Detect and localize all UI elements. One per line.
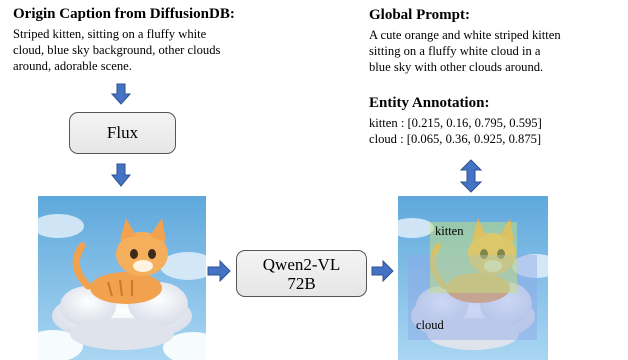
flux-label: Flux	[106, 123, 139, 142]
caption-line: cloud, blue sky background, other clouds	[13, 43, 221, 57]
caption-text: Striped kitten, sitting on a fluffy whit…	[13, 26, 303, 74]
global-prompt-text: A cute orange and white striped kitten s…	[369, 27, 619, 75]
qwen-label-line: 72B	[287, 273, 316, 293]
global-prompt-title: Global Prompt:	[369, 7, 470, 23]
entity-line: kitten : [0.215, 0.16, 0.795, 0.595]	[369, 116, 542, 130]
kitten-overlay-label: kitten	[435, 224, 464, 238]
cloud-overlay-label: cloud	[416, 318, 444, 332]
entity-line: cloud : [0.065, 0.36, 0.925, 0.875]	[369, 132, 542, 146]
generated-kitten-image	[38, 196, 206, 360]
annotated-kitten-image: kitten cloud	[398, 196, 548, 360]
caption-title: Origin Caption from DiffusionDB:	[13, 6, 235, 22]
kitten-bounding-box	[430, 222, 517, 293]
entity-annotation-text: kitten : [0.215, 0.16, 0.795, 0.595] clo…	[369, 115, 624, 147]
prompt-line: blue sky with other clouds around.	[369, 60, 544, 74]
qwen-label-line: Qwen2-VL	[262, 254, 341, 274]
qwen-model-box: Qwen2-VL 72B	[236, 250, 367, 297]
caption-line: around, adorable scene.	[13, 59, 132, 73]
entity-annotation-title: Entity Annotation:	[369, 95, 490, 111]
flux-model-box: Flux	[69, 112, 176, 154]
prompt-line: sitting on a fluffy white cloud in a	[369, 44, 541, 58]
caption-line: Striped kitten, sitting on a fluffy whit…	[13, 27, 207, 41]
prompt-line: A cute orange and white striped kitten	[369, 28, 561, 42]
